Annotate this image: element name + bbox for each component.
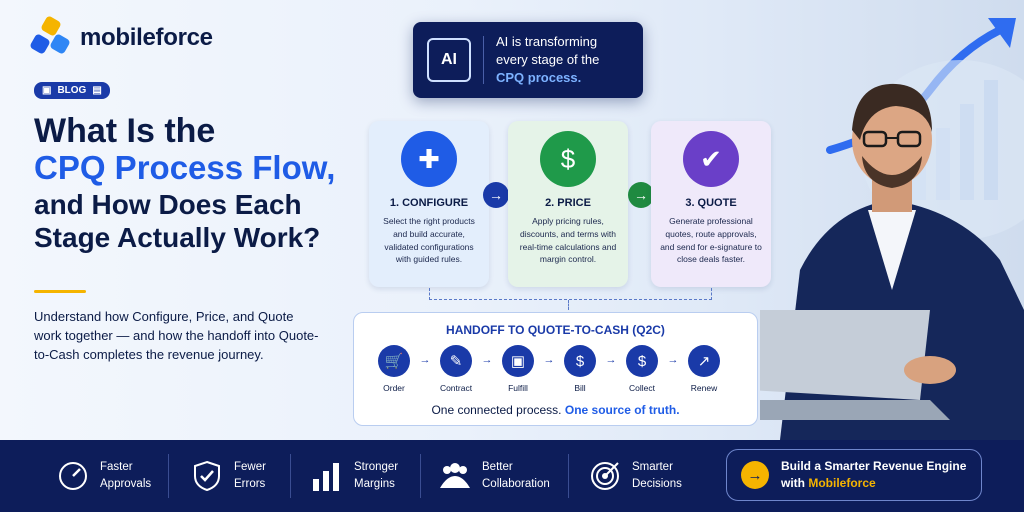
arrow-right-icon: → (605, 354, 617, 366)
bar-chart-icon (310, 459, 344, 493)
stage-description: Generate professional quotes, route appr… (660, 216, 762, 265)
businessman-with-laptop-image (760, 60, 1024, 440)
q2c-panel: HANDOFF TO QUOTE-TO-CASH (Q2C) 🛒Order → … (353, 312, 758, 426)
stage-description: Select the right products and build accu… (383, 216, 475, 265)
arrow-right-icon: → (628, 182, 654, 208)
q2c-steps: 🛒Order → ✎Contract → ▣Fulfill → $Bill → … (372, 345, 726, 393)
q2c-step-renew[interactable]: ↗ Renew (682, 345, 726, 393)
benefit-line-2: Margins (354, 478, 395, 490)
stage-title: 1. CONFIGURE (389, 197, 469, 209)
document-check-icon: ✔ (683, 131, 739, 187)
arrow-right-icon: → (483, 182, 509, 208)
cta-line-1: Build a Smarter Revenue Engine (781, 459, 967, 474)
logo-hex-icon (29, 15, 72, 58)
ai-callout-text: AI is transforming every stage of the CP… (496, 33, 599, 88)
stage-title: 2. PRICE (545, 197, 591, 209)
q2c-step-order[interactable]: 🛒 Order (372, 345, 416, 393)
ai-callout-line-2: every stage of the (496, 51, 600, 67)
benefit-line-1: Smarter (632, 461, 673, 474)
calendar-icon: ▣ (42, 85, 52, 96)
cta-line-2b: Mobileforce (808, 476, 876, 490)
separator (290, 454, 291, 498)
benefit-line-2: Decisions (632, 478, 682, 490)
benefit-line-2: Approvals (100, 478, 152, 490)
brand-name: mobileforce (80, 24, 213, 51)
q2c-step-label: Bill (574, 383, 586, 393)
q2c-step-label: Collect (629, 383, 655, 393)
title-divider (34, 290, 86, 293)
cart-icon: 🛒 (378, 345, 410, 377)
benefit-line-1: Better (482, 461, 513, 474)
arrow-right-icon: → (667, 354, 679, 366)
trend-up-icon: ↗ (688, 345, 720, 377)
benefit-line-1: Fewer (234, 461, 266, 474)
cta-text: Build a Smarter Revenue Engine with Mobi… (781, 458, 966, 492)
cta-button[interactable]: → Build a Smarter Revenue Engine with Mo… (726, 449, 982, 501)
stage-title: 3. QUOTE (685, 197, 737, 209)
separator (168, 454, 169, 498)
stage-price[interactable]: $ 2. PRICE Apply pricing rules, discount… (508, 121, 628, 287)
ai-callout: AI AI is transforming every stage of the… (413, 22, 643, 98)
q2c-step-fulfill[interactable]: ▣ Fulfill (496, 345, 540, 393)
q2c-step-collect[interactable]: $ Collect (620, 345, 664, 393)
box-icon: ▣ (502, 345, 534, 377)
q2c-step-label: Order (383, 383, 405, 393)
blog-badge: ▣ BLOG ▤ (34, 82, 110, 99)
benefit-line-1: Stronger (354, 461, 399, 474)
ai-chip-label: AI (441, 51, 457, 68)
connector-line (568, 300, 569, 310)
arrow-right-icon: → (419, 354, 431, 366)
stage-configure[interactable]: ✚ 1. CONFIGURE Select the right products… (369, 121, 489, 287)
q2c-step-contract[interactable]: ✎ Contract (434, 345, 478, 393)
q2c-footer-a: One connected process. (431, 403, 562, 417)
benefit-line-2: Collaboration (482, 478, 550, 490)
subtitle: Understand how Configure, Price, and Quo… (34, 309, 319, 362)
stage-quote[interactable]: ✔ 3. QUOTE Generate professional quotes,… (651, 121, 771, 287)
blog-badge-label: BLOG (57, 85, 87, 96)
connector-line (429, 288, 712, 300)
team-icon (438, 459, 472, 493)
q2c-step-bill[interactable]: $ Bill (558, 345, 602, 393)
q2c-step-label: Renew (690, 383, 718, 393)
benefit-line-1: Faster (100, 461, 133, 474)
ai-callout-highlight: CPQ process. (496, 70, 582, 86)
title-line-1: What Is the (34, 112, 216, 150)
title-line-3: and How Does Each (34, 189, 302, 221)
speedometer-icon (56, 459, 90, 493)
arrow-right-icon: → (481, 354, 493, 366)
ai-callout-line-1: AI is transforming (496, 33, 598, 49)
benefit-line-2: Errors (234, 478, 266, 490)
invoice-icon: $ (564, 345, 596, 377)
q2c-title: HANDOFF TO QUOTE-TO-CASH (Q2C) (446, 323, 665, 337)
shield-check-icon (190, 459, 224, 493)
q2c-footer-b: One source of truth. (564, 403, 680, 417)
page-title: What Is the CPQ Process Flow, and How Do… (34, 112, 364, 254)
arrow-right-icon: → (741, 461, 769, 489)
q2c-step-label: Fulfill (508, 383, 528, 393)
separator (568, 454, 569, 498)
document-icon: ▤ (92, 85, 102, 96)
title-line-4: Stage Actually Work? (34, 222, 321, 254)
ai-chip-icon: AI (427, 38, 471, 82)
cta-line-2a: with (781, 476, 805, 490)
q2c-step-label: Contract (439, 383, 473, 393)
q2c-footer: One connected process. One source of tru… (354, 403, 757, 417)
title-line-2: CPQ Process Flow, (34, 149, 336, 187)
separator (420, 454, 421, 498)
coin-icon: $ (626, 345, 658, 377)
stage-description: Apply pricing rules, discounts, and term… (519, 216, 617, 265)
brand-logo[interactable]: mobileforce (29, 15, 213, 58)
puzzle-icon: ✚ (401, 131, 457, 187)
target-icon (588, 459, 622, 493)
price-tag-icon: $ (540, 131, 596, 187)
arrow-right-icon: → (543, 354, 555, 366)
contract-icon: ✎ (440, 345, 472, 377)
ai-callout-separator (483, 36, 484, 84)
